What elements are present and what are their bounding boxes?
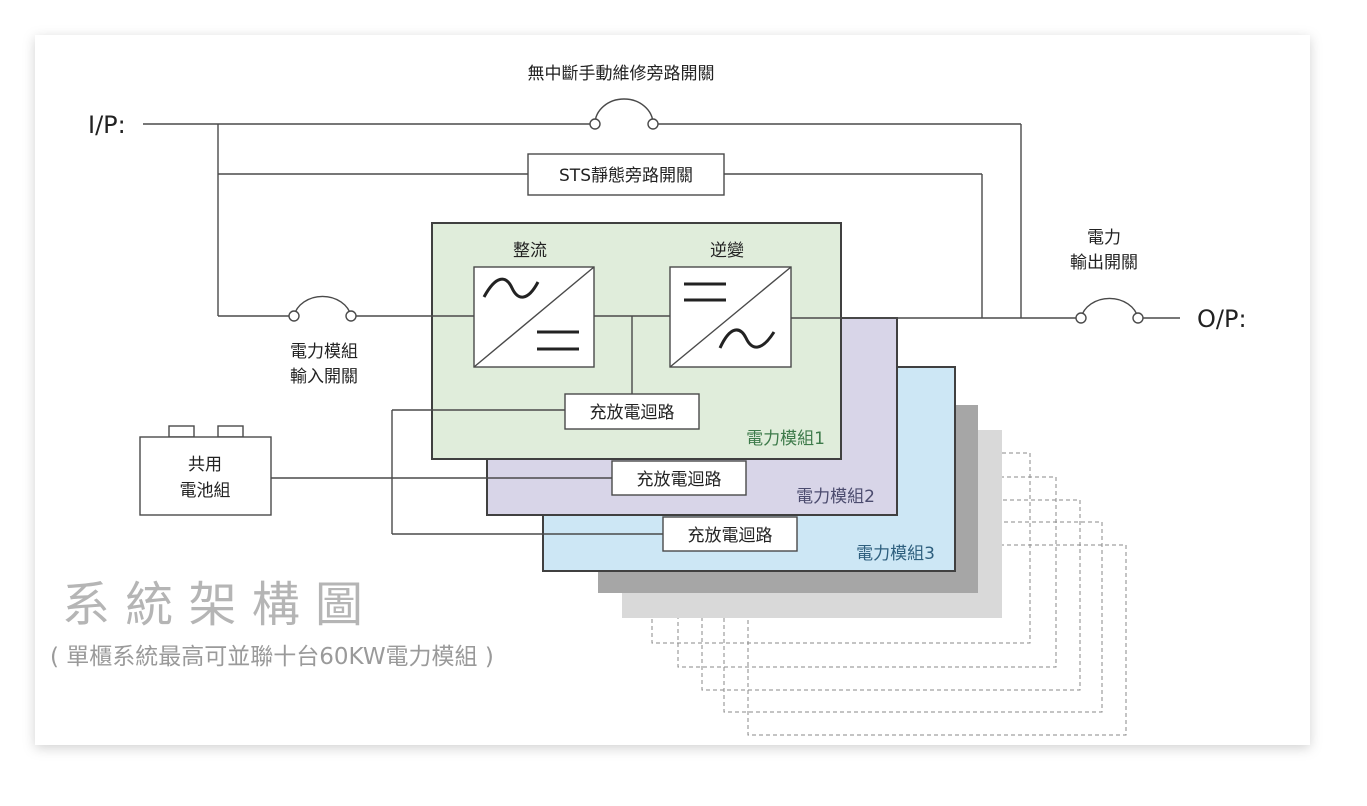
switch-contact <box>288 310 300 322</box>
sts-label: STS靜態旁路開關 <box>559 166 693 186</box>
diagram-subtitle: ( 單櫃系統最高可並聯十台60KW電力模組 ) <box>50 644 494 670</box>
charger-box-2 <box>611 460 747 496</box>
rectifier-label: 整流 <box>513 241 547 261</box>
power-module-1-label: 電力模組1 <box>746 429 825 449</box>
switch-contact <box>589 118 601 130</box>
output-switch <box>1075 297 1144 324</box>
power-module-2-label: 電力模組2 <box>796 487 875 507</box>
wiring <box>143 123 1180 535</box>
charger-label-3: 充放電迴路 <box>688 526 773 546</box>
maintenance-bypass-switch <box>589 98 659 130</box>
charger-label-2: 充放電迴路 <box>637 470 722 490</box>
output-label: O/P: <box>1197 305 1247 333</box>
diagram-title: 系 統 架 構 圖 <box>62 577 363 633</box>
ac-wave-icon <box>718 328 776 349</box>
output-switch-label-line2: 輸出開關 <box>1070 253 1138 273</box>
switch-arc <box>1080 297 1139 319</box>
maintenance-bypass-label: 無中斷手動維修旁路開關 <box>528 64 715 84</box>
inverter-label: 逆變 <box>710 241 744 261</box>
switch-contact <box>1075 312 1087 324</box>
charger-label-1: 充放電迴路 <box>590 403 675 423</box>
charger-box-3 <box>662 516 798 552</box>
sts-box <box>527 153 725 196</box>
battery-label-line2: 電池組 <box>180 481 231 501</box>
switch-arc <box>594 98 654 125</box>
inverter-diagonal <box>669 266 792 368</box>
battery-box <box>139 436 272 516</box>
module-input-switch <box>288 295 357 322</box>
switch-arc <box>293 295 352 317</box>
module-input-switch-label-line1: 電力模組 <box>290 342 358 362</box>
battery-label-line1: 共用 <box>188 455 222 475</box>
switch-contact <box>1132 312 1144 324</box>
input-label: I/P: <box>88 111 126 139</box>
charger-box-1 <box>564 393 700 430</box>
ac-wave-icon <box>482 277 540 299</box>
output-switch-label-line1: 電力 <box>1087 228 1121 248</box>
switch-contact <box>647 118 659 130</box>
rectifier-diagonal <box>473 266 595 368</box>
battery-terminal <box>217 425 244 438</box>
switch-contact <box>345 310 357 322</box>
power-module-3-label: 電力模組3 <box>856 544 935 564</box>
module-input-switch-label-line2: 輸入開關 <box>290 367 358 387</box>
battery-terminal <box>168 425 195 438</box>
